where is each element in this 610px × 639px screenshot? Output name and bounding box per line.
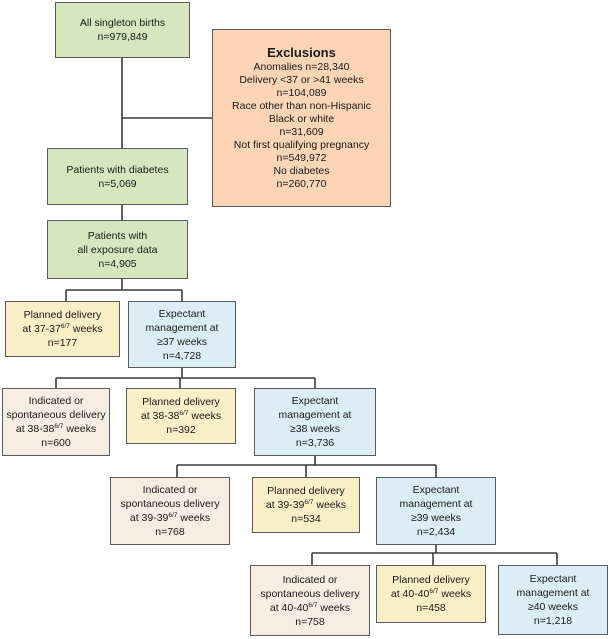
indicated-39-label-2: spontaneous delivery <box>120 498 220 510</box>
expectant-38-label-1: Expectant <box>291 395 339 407</box>
exclusion-race: Race other than non-Hispanic <box>232 100 371 112</box>
expectant-37-label-1: Expectant <box>158 307 206 320</box>
planned-38-label: Planned delivery <box>142 396 220 408</box>
planned-37-weeks: at 37-376/7 weeks <box>22 323 103 335</box>
indicated-38-label-2: spontaneous delivery <box>6 409 106 421</box>
expectant-management-38-box: Expectant management at ≥38 weeks n=3,73… <box>254 388 376 456</box>
indicated-39-count: n=768 <box>155 526 185 538</box>
expectant-39-label-2: management at <box>399 498 473 510</box>
expectant-management-37-box: Expectant management at ≥37 weeks n=4,72… <box>128 301 236 368</box>
all-births-label: All singleton births <box>79 17 166 29</box>
expectant-38-weeks: ≥38 weeks <box>289 423 341 435</box>
expectant-37-label-2: management at <box>145 321 219 334</box>
exposure-label-1: Patients with <box>87 229 148 242</box>
indicated-39-label-1: Indicated or <box>142 484 198 496</box>
all-singleton-births-box: All singleton births n=979,849 <box>55 2 190 58</box>
exclusion-race-cont: Black or white <box>268 113 335 125</box>
expectant-37-count: n=4,728 <box>162 349 202 362</box>
exposure-label-2: all exposure data <box>77 243 158 256</box>
planned-40-count: n=458 <box>416 602 446 614</box>
expectant-40-label-2: management at <box>516 587 590 599</box>
exclusions-title: Exclusions <box>267 45 336 60</box>
planned-37-count: n=177 <box>47 337 78 349</box>
expectant-39-count: n=2,434 <box>416 526 456 538</box>
planned-37-label: Planned delivery <box>23 309 102 321</box>
planned-38-count: n=392 <box>166 424 196 436</box>
indicated-40-label-2: spontaneous delivery <box>260 587 360 600</box>
all-births-count: n=979,849 <box>97 31 148 43</box>
indicated-40-weeks: at 40-406/7 weeks <box>269 601 351 614</box>
diabetes-label: Patients with diabetes <box>66 163 169 176</box>
planned-delivery-38-box: Planned delivery at 38-386/7 weeks n=392 <box>126 388 236 444</box>
indicated-40-count: n=758 <box>295 615 325 628</box>
indicated-delivery-40-box: Indicated or spontaneous delivery at 40-… <box>250 565 370 636</box>
exclusion-anomalies: Anomalies n=28,340 <box>253 61 350 73</box>
expectant-40-count: n=1,218 <box>533 615 573 627</box>
planned-40-weeks: at 40-406/7 weeks <box>390 588 472 600</box>
planned-39-label: Planned delivery <box>267 485 345 497</box>
indicated-delivery-38-box: Indicated or spontaneous delivery at 38-… <box>2 388 110 456</box>
indicated-40-label-1: Indicated or <box>282 573 338 586</box>
expectant-38-label-2: management at <box>278 409 352 421</box>
planned-39-weeks: at 39-396/7 weeks <box>265 499 347 511</box>
expectant-management-39-box: Expectant management at ≥39 weeks n=2,43… <box>376 477 496 545</box>
patients-with-diabetes-box: Patients with diabetes n=5,069 <box>47 148 188 205</box>
exclusion-pregnancy: Not first qualifying pregnancy <box>233 139 370 151</box>
expectant-39-label-1: Expectant <box>412 484 460 496</box>
exclusion-race-count: n=31,609 <box>279 126 324 138</box>
planned-delivery-40-box: Planned delivery at 40-406/7 weeks n=458 <box>376 565 486 623</box>
expectant-40-label-1: Expectant <box>529 573 577 585</box>
indicated-38-count: n=600 <box>41 437 71 449</box>
indicated-delivery-39-box: Indicated or spontaneous delivery at 39-… <box>110 477 230 545</box>
expectant-39-weeks: ≥39 weeks <box>410 512 462 524</box>
diabetes-count: n=5,069 <box>98 177 137 190</box>
exclusion-gestational-age: Delivery <37 or >41 weeks <box>239 74 364 86</box>
expectant-37-weeks: ≥37 weeks <box>156 335 208 348</box>
exclusion-gestational-age-count: n=104,089 <box>276 87 327 99</box>
planned-delivery-37-box: Planned delivery at 37-376/7 weeks n=177 <box>5 301 120 357</box>
indicated-38-weeks: at 38-386/7 weeks <box>15 423 97 435</box>
expectant-management-40-box: Expectant management at ≥40 weeks n=1,21… <box>498 565 608 635</box>
exclusion-pregnancy-count: n=549,972 <box>276 152 327 164</box>
planned-39-count: n=534 <box>291 513 321 525</box>
planned-40-label: Planned delivery <box>392 574 470 586</box>
exclusion-no-diabetes-count: n=260,770 <box>276 178 327 190</box>
indicated-39-weeks: at 39-396/7 weeks <box>129 512 211 524</box>
expectant-38-count: n=3,736 <box>295 437 335 449</box>
exclusion-no-diabetes: No diabetes <box>273 165 330 177</box>
exposure-count: n=4,905 <box>98 257 137 270</box>
exposure-data-box: Patients with all exposure data n=4,905 <box>47 220 188 279</box>
indicated-38-label-1: Indicated or <box>28 395 84 407</box>
expectant-40-weeks: ≥40 weeks <box>527 601 579 613</box>
planned-38-weeks: at 38-386/7 weeks <box>140 410 222 422</box>
planned-delivery-39-box: Planned delivery at 39-396/7 weeks n=534 <box>252 477 360 533</box>
exclusions-box: Exclusions Anomalies n=28,340 Delivery <… <box>212 29 391 207</box>
